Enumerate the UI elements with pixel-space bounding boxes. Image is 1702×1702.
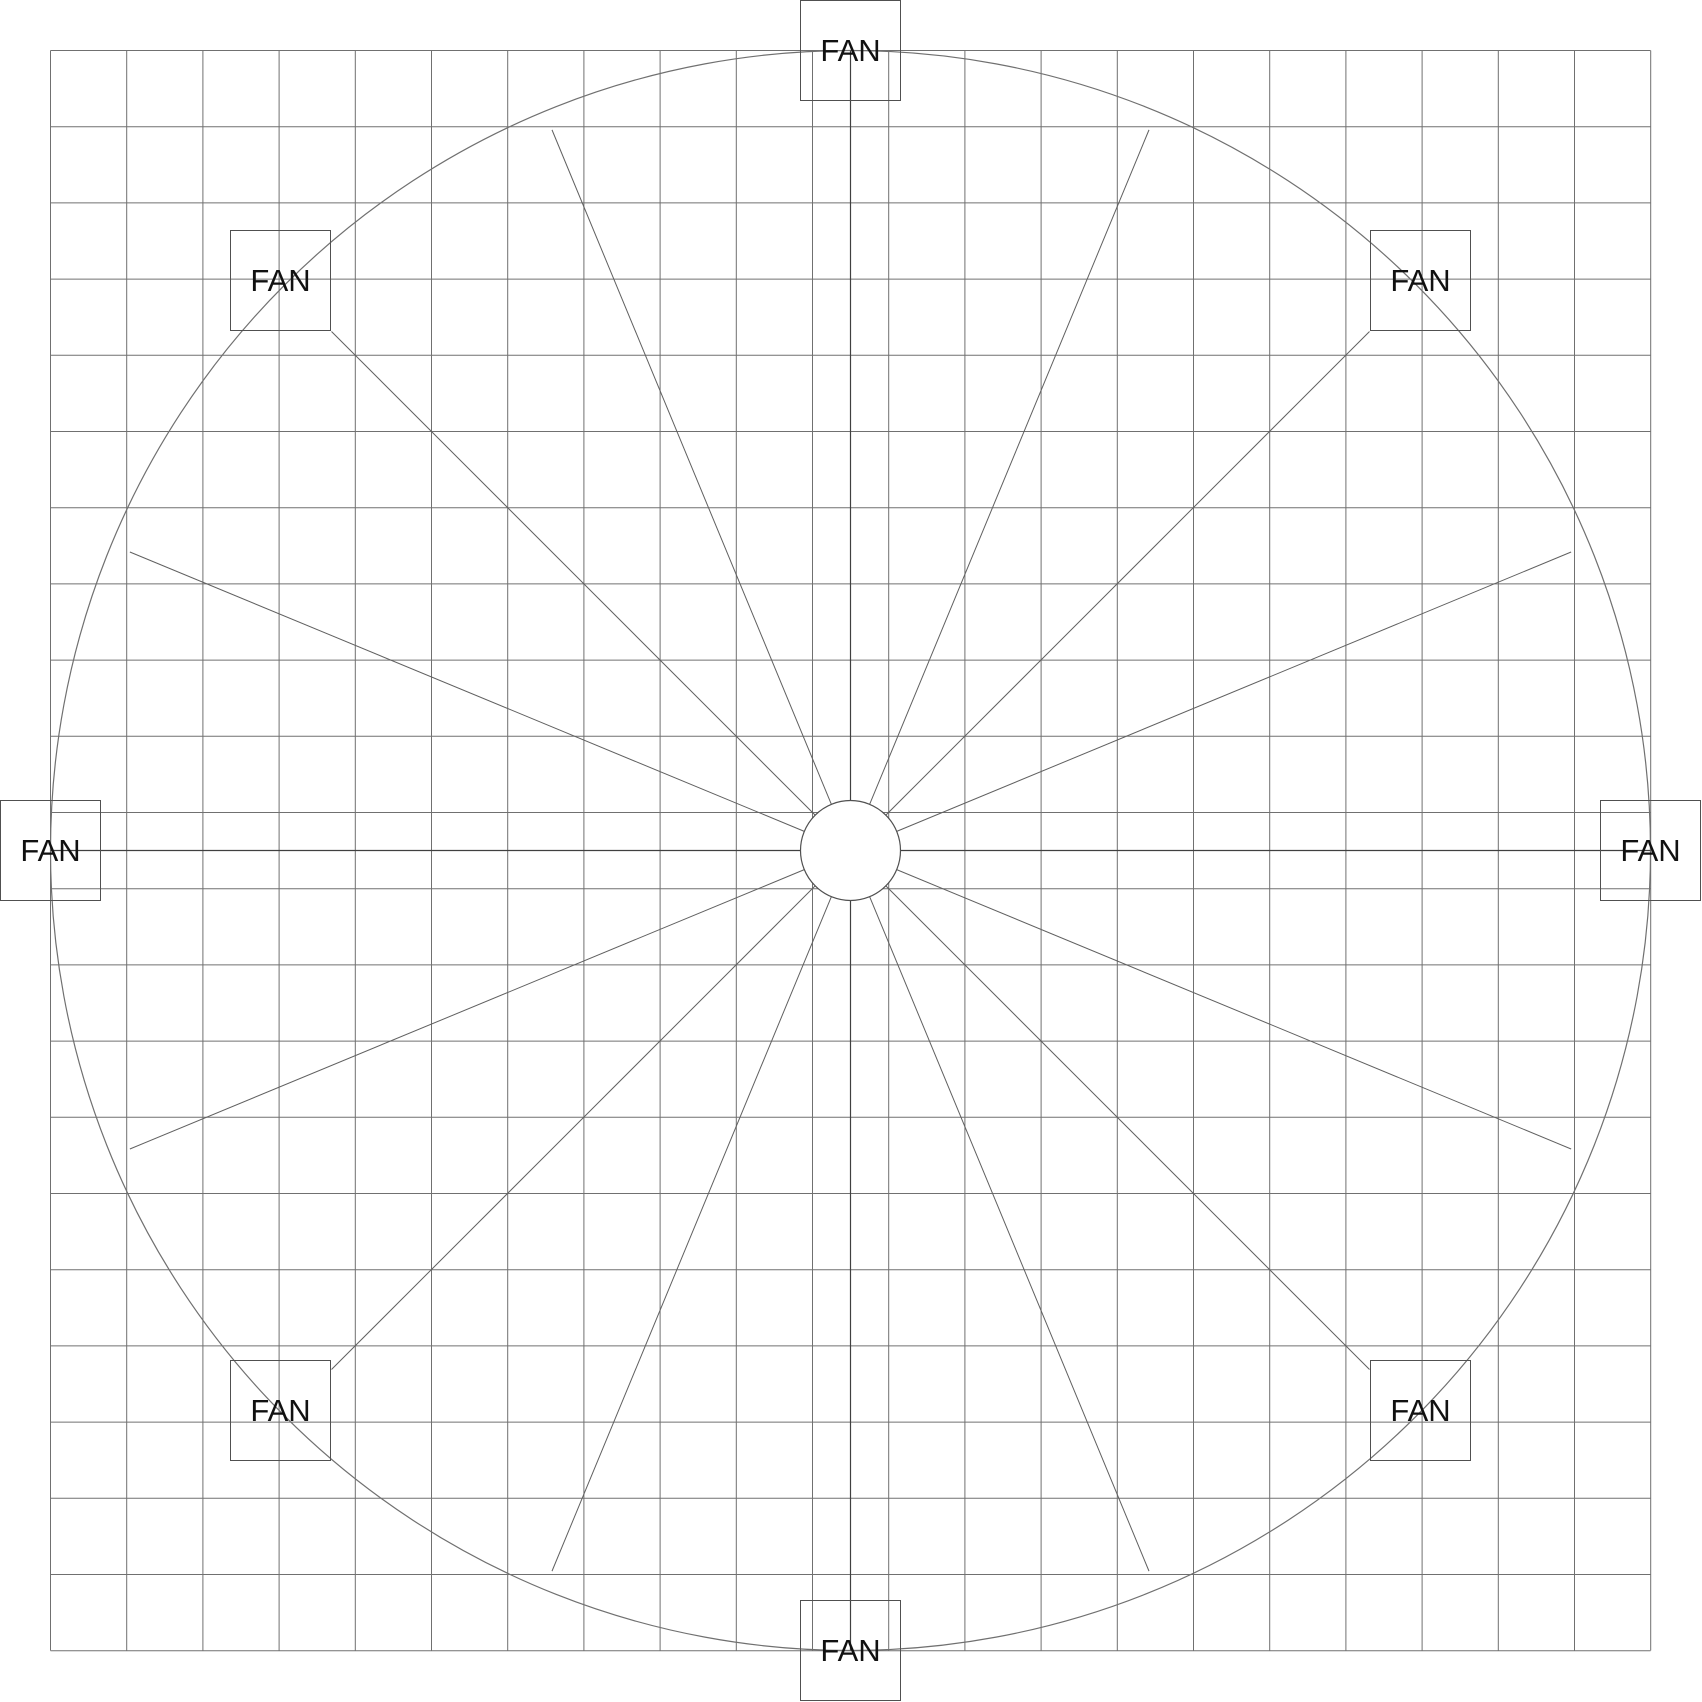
fan-label: FAN bbox=[1620, 833, 1680, 868]
fan-label: FAN bbox=[250, 263, 310, 298]
spoke-line bbox=[551, 896, 832, 1572]
spokes bbox=[50, 50, 1651, 1651]
spoke-line bbox=[331, 331, 816, 816]
fan-top-left: FAN bbox=[230, 230, 331, 331]
fan-box bbox=[800, 1600, 901, 1701]
fan-box bbox=[230, 230, 331, 331]
spoke-line bbox=[551, 129, 832, 805]
fan-label: FAN bbox=[820, 33, 880, 68]
spoke-line bbox=[869, 129, 1150, 805]
spoke-line bbox=[869, 896, 1150, 1572]
fan-box bbox=[230, 1360, 331, 1461]
spoke-line bbox=[896, 869, 1572, 1150]
fan-label: FAN bbox=[1390, 263, 1450, 298]
center-hub bbox=[799, 799, 902, 902]
spoke-line bbox=[885, 885, 1370, 1370]
fan-box bbox=[1370, 1360, 1471, 1461]
spoke-line bbox=[331, 885, 816, 1370]
fan-bottom: FAN bbox=[800, 1600, 901, 1701]
fan-right: FAN bbox=[1600, 800, 1701, 901]
spoke-line bbox=[129, 869, 805, 1150]
fan-bottom-left: FAN bbox=[230, 1360, 331, 1461]
fan-box bbox=[1370, 230, 1471, 331]
fan-left: FAN bbox=[0, 800, 101, 901]
fan-bottom-right: FAN bbox=[1370, 1360, 1471, 1461]
fan-box bbox=[1600, 800, 1701, 901]
fan-label: FAN bbox=[250, 1393, 310, 1428]
fan-box bbox=[800, 0, 901, 101]
fan-label: FAN bbox=[20, 833, 80, 868]
fan-top: FAN bbox=[800, 0, 901, 101]
spoke-line bbox=[885, 331, 1370, 816]
fan-label: FAN bbox=[1390, 1393, 1450, 1428]
spoke-line bbox=[896, 551, 1572, 832]
spoke-line bbox=[129, 551, 805, 832]
fan-box bbox=[0, 800, 101, 901]
fan-top-right: FAN bbox=[1370, 230, 1471, 331]
fan-label: FAN bbox=[820, 1633, 880, 1668]
